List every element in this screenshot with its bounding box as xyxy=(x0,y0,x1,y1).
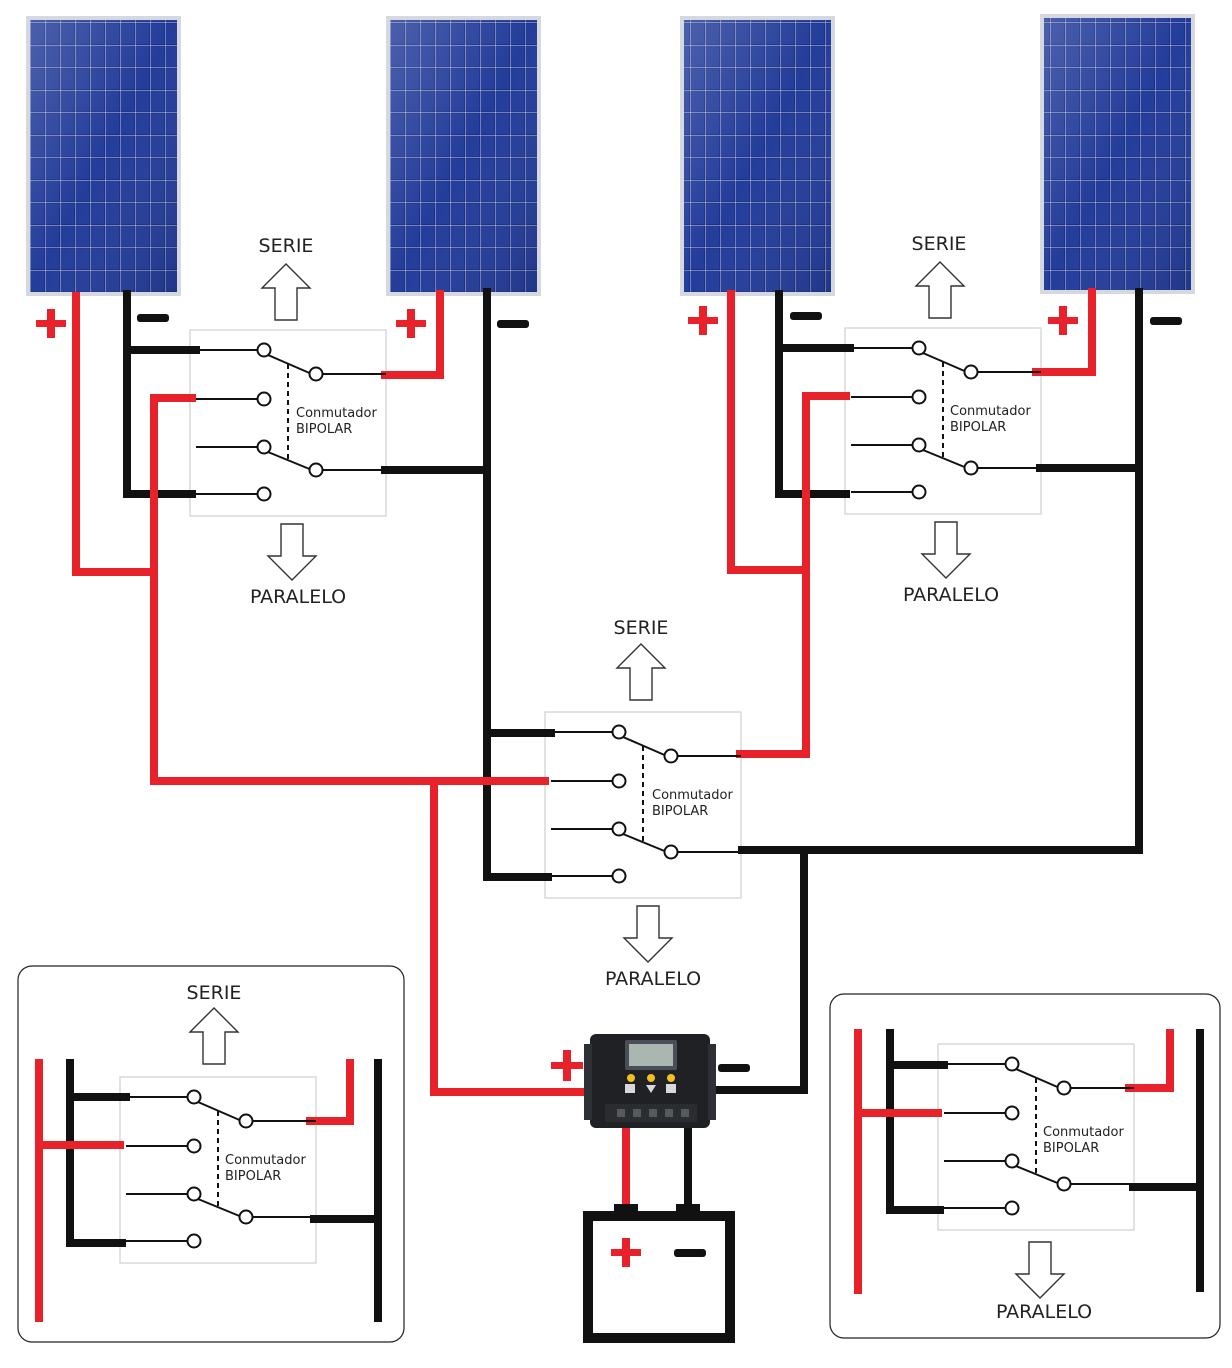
labels: SERIE PARALELO SERIE PARALELO SERIE PARA… xyxy=(187,233,1125,1323)
bipolar-switch-2 xyxy=(851,340,1041,500)
switch-label-3b: BIPOLAR xyxy=(652,804,708,819)
plus-sign-panel-3 xyxy=(688,306,718,335)
solar-panel-4 xyxy=(1040,14,1195,294)
switch-label-5a: Conmutador xyxy=(1043,1125,1124,1140)
switch-label-1a: Conmutador xyxy=(296,406,377,421)
minus-sign-panel-4 xyxy=(1150,317,1182,325)
inset-serie-example xyxy=(17,965,405,1343)
battery xyxy=(583,1204,735,1343)
arrow-down-icon-inset xyxy=(1014,1241,1066,1299)
plus-sign-controller xyxy=(551,1050,583,1081)
switch-label-2b: BIPOLAR xyxy=(950,420,1006,435)
paralelo-label-top-right: PARALELO xyxy=(903,584,999,606)
minus-sign-battery xyxy=(674,1249,706,1257)
bipolar-switch-5 xyxy=(944,1056,1134,1216)
plus-sign-battery xyxy=(611,1238,641,1267)
paralelo-label-center: PARALELO xyxy=(605,968,701,990)
arrow-down-icon-center xyxy=(622,905,674,963)
bipolar-switch-3 xyxy=(551,724,741,884)
switch-internals xyxy=(126,340,1134,1249)
arrow-up-icon-top-right xyxy=(914,261,966,319)
negative-wiring xyxy=(66,288,1204,1322)
minus-sign-panel-3 xyxy=(790,312,822,320)
minus-sign-panel-1 xyxy=(137,314,169,322)
paralelo-label-top-left: PARALELO xyxy=(250,586,346,608)
arrow-down-icon-top-left xyxy=(266,523,318,581)
serie-label-inset: SERIE xyxy=(187,982,242,1004)
minus-sign-controller xyxy=(718,1064,750,1072)
minus-sign-panel-2 xyxy=(497,320,529,328)
arrow-up-icon-center xyxy=(615,643,667,701)
bipolar-switch-1 xyxy=(196,342,386,502)
switch-label-3a: Conmutador xyxy=(652,788,733,803)
charge-controller xyxy=(584,1034,716,1128)
serie-label-top-left: SERIE xyxy=(259,235,314,257)
switch-label-5b: BIPOLAR xyxy=(1043,1141,1099,1156)
plus-sign-panel-1 xyxy=(36,309,66,338)
serie-label-top-right: SERIE xyxy=(912,233,967,255)
arrow-up-icon-top-left xyxy=(260,263,312,321)
arrows xyxy=(188,261,1066,1299)
inset-paralelo-example xyxy=(829,993,1221,1339)
switch-label-4b: BIPOLAR xyxy=(225,1169,281,1184)
arrow-up-icon-inset xyxy=(188,1007,240,1065)
positive-wiring xyxy=(35,288,1174,1322)
serie-label-center: SERIE xyxy=(614,617,669,639)
switch-label-2a: Conmutador xyxy=(950,404,1031,419)
arrow-down-icon-top-right xyxy=(920,521,972,579)
polarity-signs xyxy=(36,306,1182,1267)
plus-sign-panel-2 xyxy=(396,309,426,338)
plus-sign-panel-4 xyxy=(1048,306,1078,335)
solar-panel-3 xyxy=(680,16,835,296)
bipolar-switch-4 xyxy=(126,1089,316,1249)
solar-panel-2 xyxy=(386,16,541,296)
switch-label-1b: BIPOLAR xyxy=(296,422,352,437)
solar-panel-1 xyxy=(26,16,181,296)
paralelo-label-inset: PARALELO xyxy=(996,1301,1092,1323)
switch-label-4a: Conmutador xyxy=(225,1153,306,1168)
